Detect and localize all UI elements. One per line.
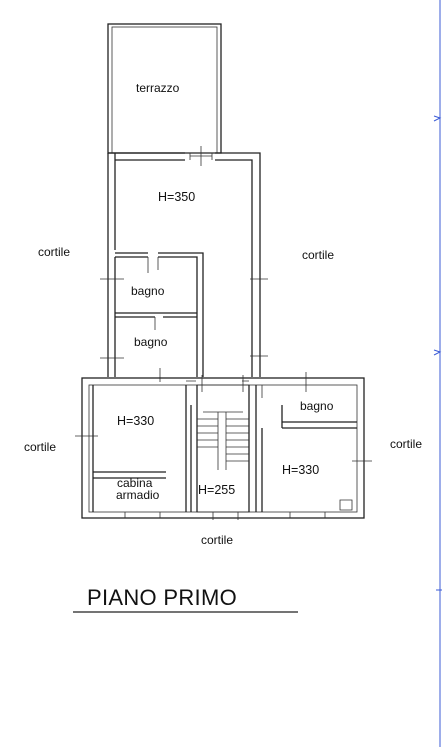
- upper-block-walls: [100, 146, 268, 382]
- stair-landing-height-label: H=255: [198, 483, 235, 497]
- courtyard-left-label: cortile: [24, 440, 56, 454]
- room-labels: terrazzo H=350 bagno bagno H=330 cabina …: [116, 81, 334, 502]
- main-hall-height-label: H=350: [158, 190, 195, 204]
- bath-right-label: bagno: [300, 399, 334, 413]
- courtyard-upper-right-label: cortile: [302, 248, 334, 262]
- bedroom-right-height-label: H=330: [282, 463, 319, 477]
- courtyard-right-label: cortile: [390, 437, 422, 451]
- plan-title-block: PIANO PRIMO: [73, 585, 298, 613]
- lower-block-walls: [75, 372, 372, 520]
- closet-label-line2: armadio: [116, 488, 160, 502]
- bedroom-left-height-label: H=330: [117, 414, 154, 428]
- courtyard-upper-left-label: cortile: [38, 245, 70, 259]
- closet-label-line1: cabina: [117, 476, 153, 490]
- bath-upper-label: bagno: [131, 284, 165, 298]
- surrounding-labels: cortile cortile cortile cortile cortile: [24, 245, 422, 547]
- terrace-label: terrazzo: [136, 81, 180, 95]
- plan-title: PIANO PRIMO: [87, 585, 237, 610]
- page-frame-edge: [433, 0, 442, 747]
- courtyard-bottom-label: cortile: [201, 533, 233, 547]
- bath-middle-label: bagno: [134, 335, 168, 349]
- staircase-treads: [197, 411, 249, 470]
